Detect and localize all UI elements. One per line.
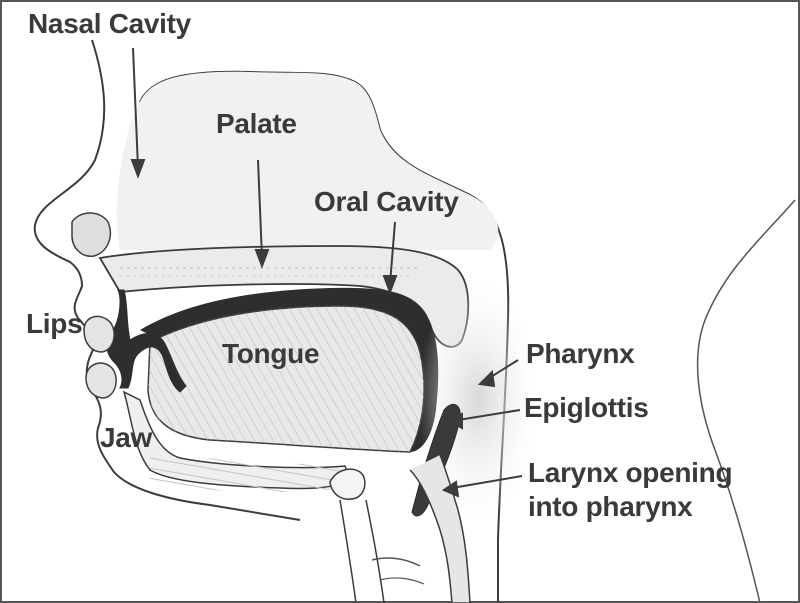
nasal-cavity-shade: [117, 72, 498, 250]
label-tongue: Tongue: [222, 338, 319, 370]
jaw-muscle: [150, 452, 360, 492]
nose-tip: [72, 213, 110, 256]
label-epiglottis: Epiglottis: [524, 392, 649, 424]
label-lips: Lips: [26, 308, 82, 340]
label-pharynx: Pharynx: [526, 338, 634, 370]
tongue-fibers: [148, 306, 424, 452]
upper-lip: [84, 316, 114, 352]
label-larynx-opening: Larynx opening into pharynx: [528, 456, 732, 524]
neck-outline: [698, 200, 795, 603]
throat-inner-line: [366, 500, 384, 603]
label-larynx-line1: Larynx opening: [528, 456, 732, 490]
throat-front-line: [340, 500, 356, 603]
label-jaw: Jaw: [100, 422, 152, 454]
vocal-fold-line-2: [380, 578, 424, 584]
label-palate: Palate: [216, 108, 297, 140]
lower-lip: [86, 363, 116, 398]
label-oral-cavity: Oral Cavity: [314, 186, 459, 218]
label-nasal-cavity: Nasal Cavity: [28, 8, 191, 40]
vocal-fold-line: [372, 558, 420, 566]
label-larynx-line2: into pharynx: [528, 490, 732, 524]
